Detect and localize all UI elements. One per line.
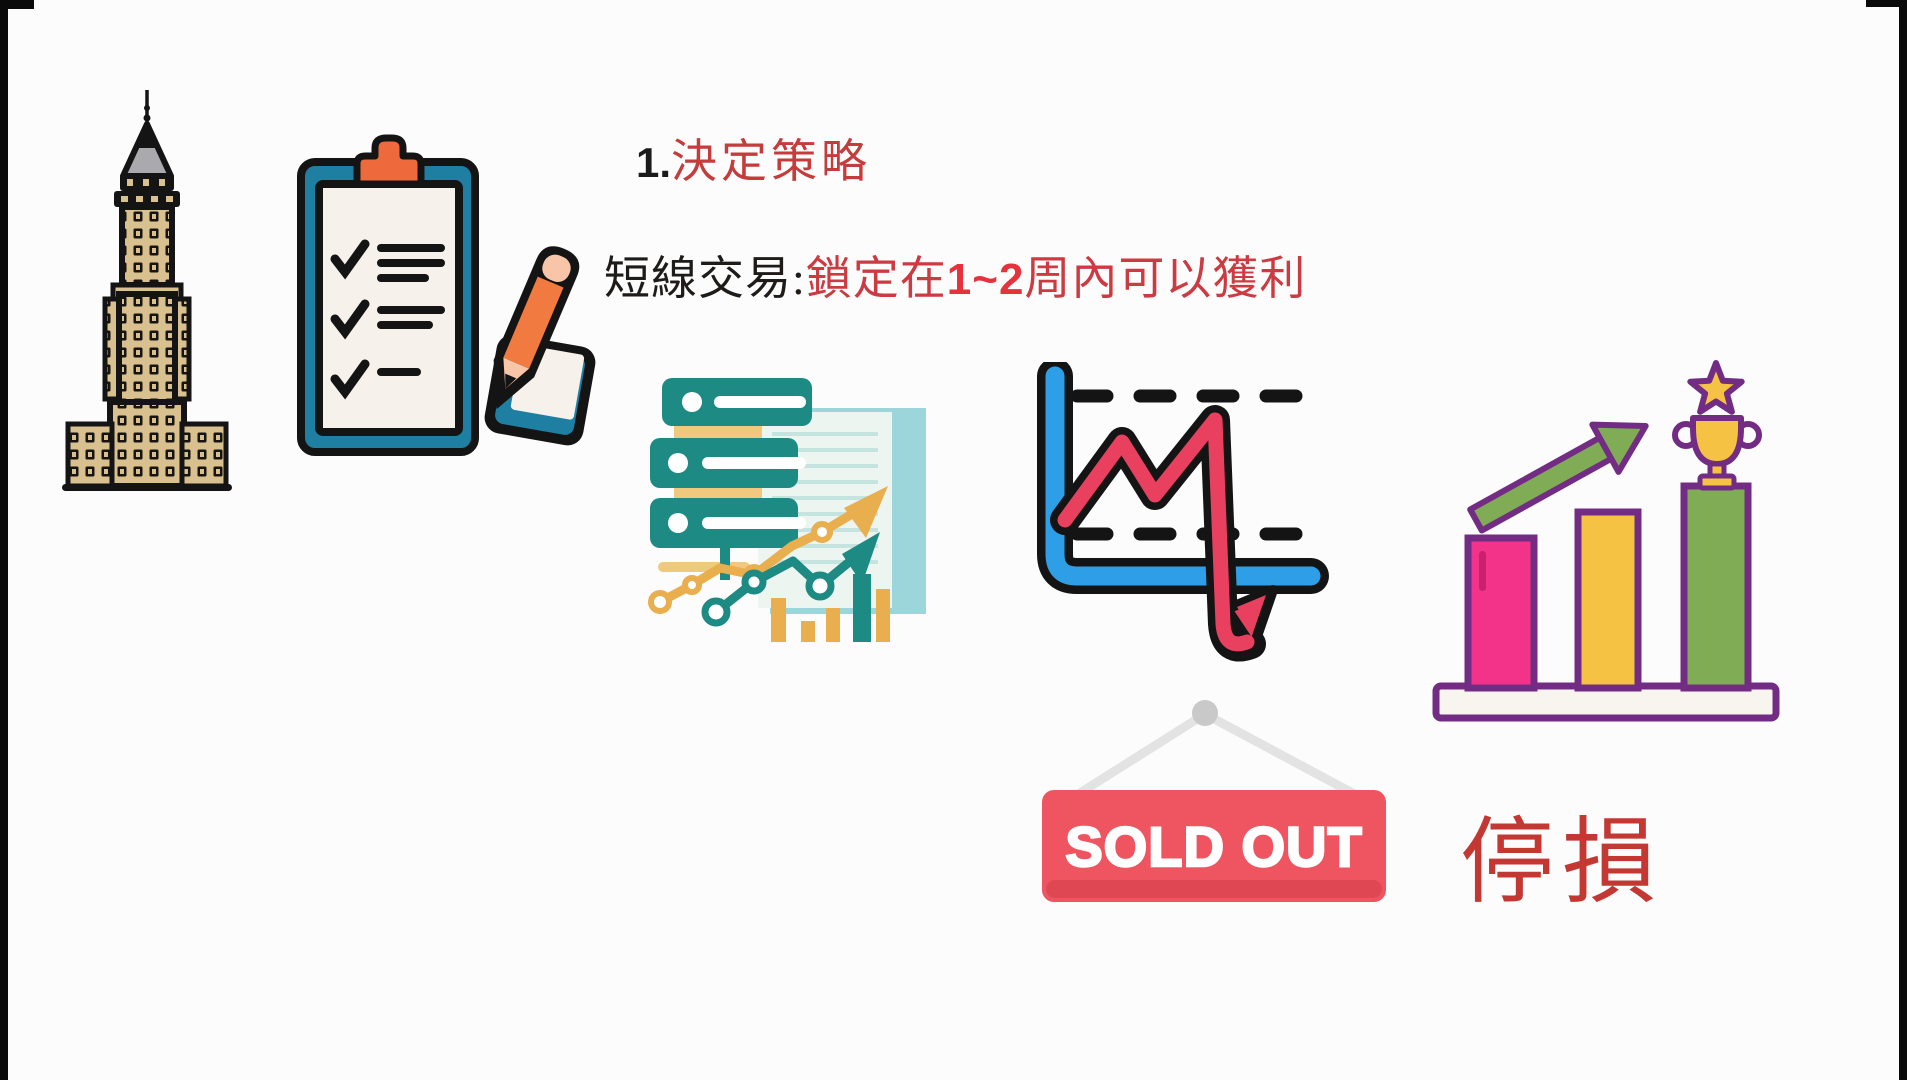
step-title: 決定策略 [671,136,872,187]
subtitle-red-segment-2: 周內可以獲利 [1024,253,1307,304]
server-details [668,392,806,533]
trophy-cup [1690,415,1744,467]
skyscraper-icon [62,90,232,491]
growth-arrow [1467,421,1649,534]
subtitle-red-segment-1: 鎖定在 [805,253,947,304]
stop-loss-label: 停損 [1460,811,1665,915]
mini-bar-chart [771,574,890,642]
axis-blue [1045,366,1321,586]
clipboard-checklist-icon [297,134,596,456]
sold-out-sign [1042,700,1386,902]
trophy-base [1697,473,1737,491]
checklist-checkmarks [330,239,370,400]
teal-trend-line [701,532,880,627]
dashed-limit-lines [1070,389,1324,541]
achievement-chart-icon [1432,360,1780,722]
bar-pink-shine [1479,551,1486,591]
sign-string-right [1202,710,1361,800]
pencil [493,246,580,410]
price-line-red [1057,412,1255,652]
top-left-notch [8,0,34,9]
step-heading: 1.決定策略 [636,136,871,188]
sold-out-label: SOLD OUT [1064,813,1363,879]
subtitle-black-segment: 短線交易: [604,253,806,304]
top-right-notch [1866,0,1899,7]
subtitle-red-bold-segment: 1~2 [946,255,1025,304]
bar-green [1680,482,1752,692]
right-edge-bar [1899,0,1907,1080]
bar-yellow [1574,508,1642,692]
strategy-subtitle: 短線交易:鎖定在1~2周內可以獲利 [604,253,1307,305]
step-number: 1. [636,139,672,186]
trophy [1672,360,1762,491]
stock-chart-icon [1037,362,1329,662]
checklist-lines [377,244,445,376]
sign-board [1042,790,1386,902]
left-edge-bar [0,0,8,1080]
sign-nail [1192,700,1218,726]
bar-pink [1464,534,1538,692]
sign-string-left [1069,710,1208,802]
data-analytics-icon [648,378,926,642]
sign-board-shade [1046,880,1382,898]
trophy-star [1687,360,1745,415]
